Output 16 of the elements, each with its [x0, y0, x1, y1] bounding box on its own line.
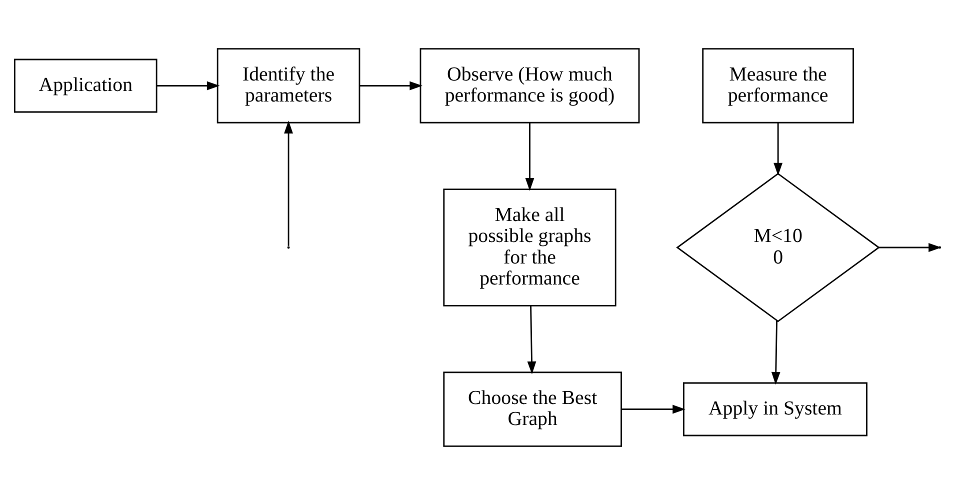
arrow — [773, 122, 782, 176]
node-box: Identify the parameters — [216, 48, 360, 123]
arrow — [621, 404, 685, 414]
node-box: Application — [13, 58, 157, 112]
arrow — [359, 80, 422, 90]
node-diamond: M<10 0 — [676, 172, 880, 322]
arrow — [770, 320, 780, 384]
arrow — [526, 305, 536, 374]
node-box: Choose the Best Graph — [442, 371, 622, 446]
node-box: Apply in System — [682, 382, 867, 436]
node-box: Measure the performance — [702, 48, 854, 123]
arrow — [284, 120, 292, 246]
arrow — [524, 122, 534, 190]
node-box: Make all possible graphs for the performance — [442, 188, 616, 306]
node-box: Observe (How much performance is good) — [419, 48, 640, 123]
arrow — [156, 80, 220, 90]
